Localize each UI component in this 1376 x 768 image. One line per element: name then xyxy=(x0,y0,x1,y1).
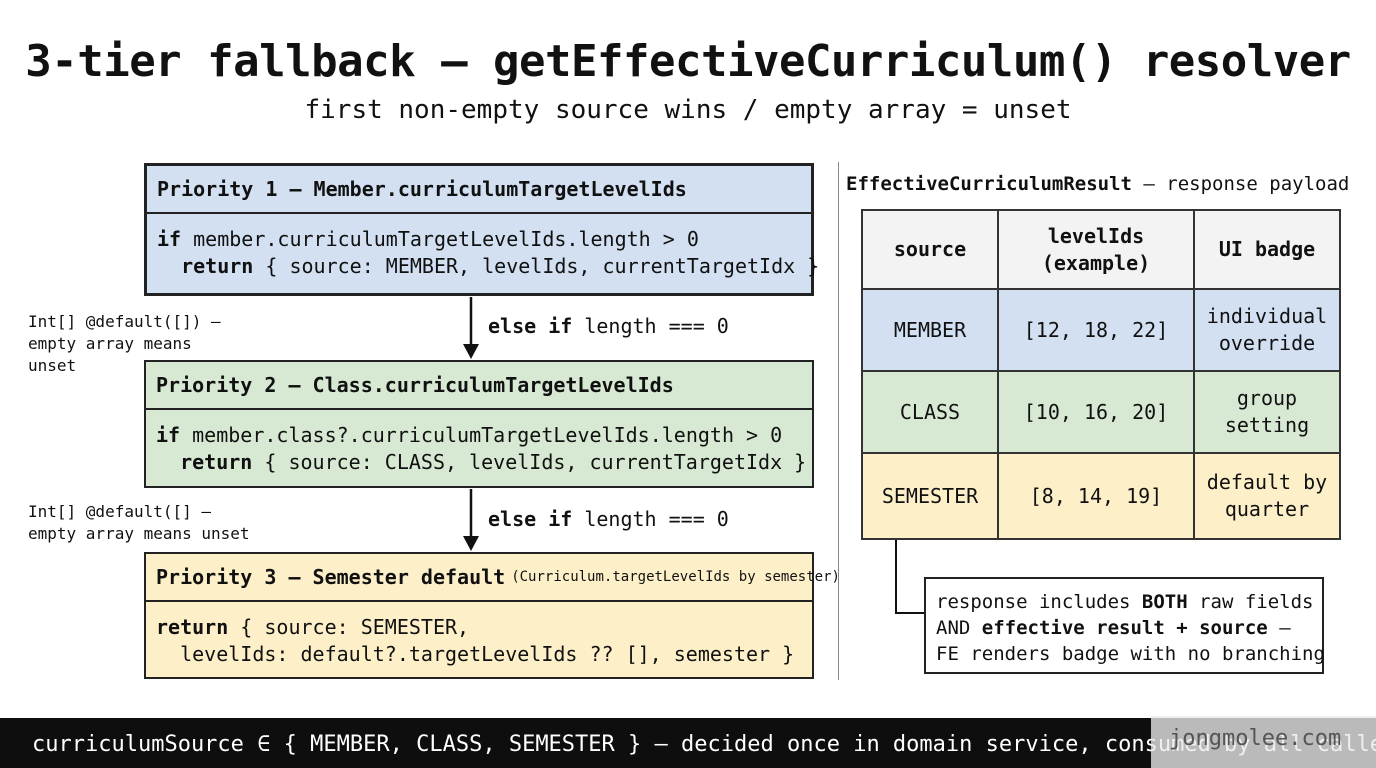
priority-2-header: Priority 2 — Class.curriculumTargetLevel… xyxy=(146,362,812,410)
arrow-2-head xyxy=(463,536,479,551)
priority-1-condition: member.curriculumTargetLevelIds.length >… xyxy=(181,227,699,251)
callout-text-2: raw fields AND xyxy=(936,591,1314,639)
priority-1-box: Priority 1 — Member.curriculumTargetLeve… xyxy=(144,163,819,296)
header-levelids: levelIds (example) xyxy=(997,209,1195,290)
priority-3-note: (Curriculum.targetLevelIds by semester) xyxy=(511,569,840,585)
cell-source: MEMBER xyxy=(861,288,999,372)
response-callout: response includes BOTH raw fields AND ef… xyxy=(924,577,1325,674)
cell-badge: group setting xyxy=(1193,370,1341,454)
result-title-type: EffectiveCurriculumResult xyxy=(846,173,1132,195)
priority-3-return-line2: levelIds: default?.targetLevelIds ?? [],… xyxy=(156,642,795,666)
cell-source: CLASS xyxy=(861,370,999,454)
cell-source: SEMESTER xyxy=(861,452,999,540)
header-ui-badge: UI badge xyxy=(1193,209,1341,290)
table-row-class: CLASS [10, 16, 20] group setting xyxy=(861,370,1341,454)
arrow-1-head xyxy=(463,344,479,359)
cell-levelids: [12, 18, 22] xyxy=(997,288,1195,372)
priority-2-condition: member.class?.curriculumTargetLevelIds.l… xyxy=(180,423,783,447)
priority-1-code: if member.curriculumTargetLevelIds.lengt… xyxy=(147,214,819,280)
table-row-member: MEMBER [12, 18, 22] individual override xyxy=(861,288,1341,372)
table-row-semester: SEMESTER [8, 14, 19] default by quarter xyxy=(861,452,1341,540)
header-source: source xyxy=(861,209,999,290)
result-title-desc: — response payload xyxy=(1131,173,1350,195)
priority-2-kw-if: if xyxy=(156,423,181,447)
priority-3-code: return { source: SEMESTER, levelIds: def… xyxy=(146,602,812,668)
priority-2-code: if member.class?.curriculumTargetLevelId… xyxy=(146,410,812,476)
priority-1-return: { source: MEMBER, levelIds, currentTarge… xyxy=(253,254,820,278)
arrow-2-kw: else if xyxy=(488,507,573,531)
result-title: EffectiveCurriculumResult — response pay… xyxy=(846,173,1349,195)
arrow-1-text: length === 0 xyxy=(572,314,729,338)
watermark: jongmolee.com xyxy=(1151,716,1376,768)
arrow-1-kw: else if xyxy=(488,314,573,338)
priority-3-title: Priority 3 — Semester default xyxy=(156,565,506,589)
priority-1-kw-return: return xyxy=(157,254,254,278)
callout-bold-2: effective result + source xyxy=(981,617,1268,639)
priority-3-return-line1: { source: SEMESTER, xyxy=(228,615,470,639)
priority-1-header: Priority 1 — Member.curriculumTargetLeve… xyxy=(147,166,811,214)
side-note-1: Int[] @default([]) — empty array means u… xyxy=(28,312,221,375)
priority-3-header: Priority 3 — Semester default (Curriculum… xyxy=(146,554,840,602)
cell-badge: individual override xyxy=(1193,288,1341,372)
priority-2-kw-return: return xyxy=(156,450,253,474)
side-note-2: Int[] @default([] — empty array means un… xyxy=(28,502,250,543)
priority-2-box: Priority 2 — Class.curriculumTargetLevel… xyxy=(144,360,814,488)
page-subtitle: first non-empty source wins / empty arra… xyxy=(304,95,1072,125)
callout-text-1: response includes xyxy=(936,591,1142,613)
arrow-1-label: else if length === 0 xyxy=(488,314,729,338)
priority-2-title: Priority 2 — Class.curriculumTargetLevel… xyxy=(156,373,674,397)
result-table: source levelIds (example) UI badge MEMBE… xyxy=(861,209,1341,540)
priority-3-kw-return: return xyxy=(156,615,229,639)
callout-connector xyxy=(895,540,924,614)
callout-bold-1: BOTH xyxy=(1141,591,1188,613)
result-table-header: source levelIds (example) UI badge xyxy=(861,209,1341,290)
priority-3-box: Priority 3 — Semester default (Curriculum… xyxy=(144,552,840,679)
priority-2-return: { source: CLASS, levelIds, currentTarget… xyxy=(252,450,807,474)
cell-levelids: [8, 14, 19] xyxy=(997,452,1195,540)
page-title: 3-tier fallback — getEffectiveCurriculum… xyxy=(25,36,1351,87)
priority-1-title: Priority 1 — Member.curriculumTargetLeve… xyxy=(157,177,687,201)
vertical-divider xyxy=(838,162,839,680)
priority-1-kw-if: if xyxy=(157,227,182,251)
arrow-2-text: length === 0 xyxy=(572,507,729,531)
cell-badge: default by quarter xyxy=(1193,452,1341,540)
cell-levelids: [10, 16, 20] xyxy=(997,370,1195,454)
arrow-2-label: else if length === 0 xyxy=(488,507,729,531)
callout-text-3: — FE renders badge with no branching xyxy=(936,617,1325,665)
